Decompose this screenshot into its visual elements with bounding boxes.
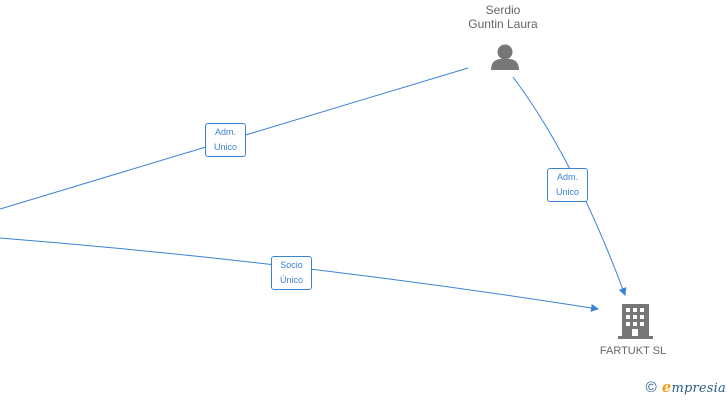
person-icon[interactable]: [491, 44, 519, 71]
edge-label-role: Adm.: [214, 127, 236, 137]
edge-label-detail: Unico: [213, 142, 237, 152]
edge-label-adm-left[interactable]: Adm. Unico: [205, 123, 246, 157]
edge-label-socio[interactable]: Socio Único: [271, 256, 312, 290]
edge-label-detail: Unico: [555, 187, 579, 197]
brand-watermark: © empresia: [646, 378, 726, 396]
company-node-label[interactable]: FARTUKT SL: [599, 345, 667, 357]
building-icon[interactable]: [618, 304, 653, 339]
brand-logo-initial: e: [661, 378, 672, 396]
edge-label-detail: Único: [279, 275, 303, 285]
edge-label-role: Adm.: [556, 172, 578, 182]
person-node-label[interactable]: Serdio Guntin Laura: [463, 3, 543, 31]
brand-logo: empresia: [662, 378, 726, 396]
edge-label-adm-right[interactable]: Adm. Unico: [547, 168, 588, 202]
edge-label-role: Socio: [280, 260, 303, 270]
copyright-icon: ©: [645, 378, 657, 396]
person-name-line1: Serdio: [485, 3, 521, 17]
brand-logo-text: mpresia: [671, 381, 726, 396]
person-name-line2: Guntin Laura: [468, 17, 538, 31]
